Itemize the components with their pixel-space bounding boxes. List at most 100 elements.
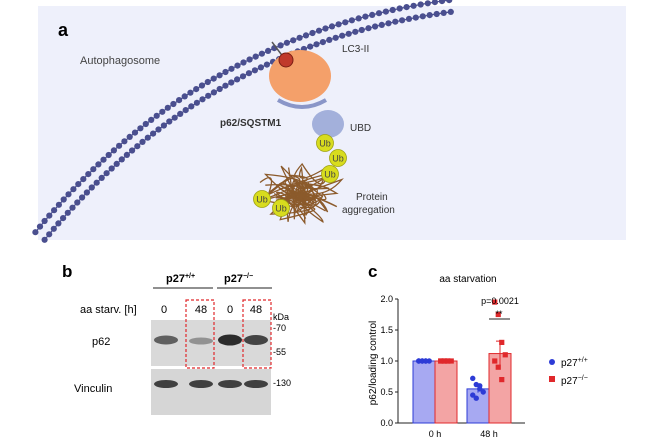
membrane-bead	[313, 41, 320, 48]
data-point	[470, 375, 476, 382]
membrane-bead	[181, 93, 188, 100]
data-point	[445, 358, 451, 364]
membrane-bead	[75, 181, 82, 188]
data-point	[492, 358, 498, 364]
data-point	[480, 389, 486, 395]
membrane-bead	[438, 0, 446, 5]
x-tick-label: 48 h	[480, 429, 498, 439]
membrane-bead	[365, 25, 372, 32]
blot-p62-bands	[154, 334, 268, 346]
x-tick-label: 0 h	[429, 429, 442, 439]
membrane-bead	[302, 32, 310, 39]
band-p62-lane4	[244, 335, 268, 345]
membrane-bead	[85, 171, 92, 178]
protein-aggregation-label-line1: Protein	[356, 192, 388, 203]
protein-aggregation-label-line2: aggregation	[342, 205, 395, 216]
band-p62-lane2	[189, 337, 213, 345]
membrane-bead	[113, 160, 120, 167]
legend-wt-text: p27	[561, 358, 578, 369]
membrane-bead	[90, 166, 97, 173]
lc3-label: LC3-II	[342, 44, 369, 55]
membrane-bead	[108, 165, 115, 172]
membrane-bead	[258, 50, 265, 57]
legend-label-wt: p27+/+	[561, 357, 588, 369]
y-tick-label: 1.0	[380, 356, 393, 366]
membrane-bead	[198, 82, 206, 89]
membrane-bead	[234, 76, 241, 83]
membrane-bead	[32, 229, 39, 236]
membrane-beads	[32, 0, 454, 243]
data-point	[502, 352, 508, 358]
data-point	[477, 383, 483, 389]
kda-label: kDa	[273, 312, 289, 322]
blot-vinculin-bands	[154, 380, 268, 388]
membrane-bead	[216, 72, 223, 79]
blot-vinculin-label: Vinculin	[74, 383, 112, 395]
membrane-bead	[204, 78, 211, 86]
membrane-bead	[210, 89, 217, 96]
membrane-bead	[342, 19, 349, 26]
membrane-bead	[433, 10, 440, 18]
aggregate-strand	[263, 173, 326, 216]
band-p62-lane3	[218, 334, 242, 346]
membrane-bead	[176, 97, 183, 104]
genotype-ko-text: p27	[224, 273, 243, 285]
membrane-bead	[403, 4, 410, 11]
membrane-bead	[410, 2, 417, 9]
panel-a-letter: a	[58, 20, 69, 40]
membrane-bead	[50, 225, 57, 232]
membrane-bead	[70, 186, 77, 193]
membrane-bead	[355, 15, 362, 22]
panel-a: a Autophagosome LC3-II p62/SQSTM1 UBD Ub…	[32, 0, 626, 243]
highlight-box-wt-48	[185, 299, 215, 369]
legend-marker-wt	[549, 359, 555, 365]
p62-label: p62/SQSTM1	[220, 118, 282, 129]
membrane-bead	[166, 118, 173, 125]
data-point	[441, 358, 447, 364]
panel-b: b p27+/+ p27−/− aa starv. [h] 0 48 0 48 …	[62, 262, 291, 415]
membrane-bead	[155, 126, 162, 133]
membrane-bead	[129, 147, 136, 154]
membrane-bead	[240, 59, 247, 66]
panel-b-letter: b	[62, 262, 72, 281]
blot-vinculin	[151, 369, 271, 415]
membrane-bead	[389, 6, 396, 14]
membrane-bead	[239, 73, 247, 80]
membrane-bead	[188, 103, 195, 110]
band-vinc-lane3	[218, 380, 242, 388]
membrane-bead	[134, 143, 141, 150]
membrane-bead	[199, 96, 206, 103]
marker-130: -130	[273, 378, 291, 388]
legend-ko-text: p27	[561, 376, 578, 387]
membrane-bead	[148, 116, 155, 123]
membrane-bead	[60, 215, 67, 222]
bar	[434, 360, 458, 424]
marker-55: -55	[273, 347, 286, 357]
membrane-bead	[222, 82, 229, 89]
lc3-lipid-head	[278, 52, 294, 68]
legend-ko-sup: −/−	[578, 375, 588, 382]
y-axis-label: p62/loading control	[368, 321, 379, 406]
membrane-bead	[352, 28, 359, 35]
membrane-bead	[382, 8, 389, 15]
membrane-bead	[385, 20, 392, 27]
data-point	[499, 377, 505, 383]
ubiquitin-tag-label: Ub	[324, 170, 336, 180]
membrane-bead	[246, 56, 253, 63]
band-vinc-lane4	[244, 380, 268, 388]
membrane-bead	[51, 207, 58, 214]
lane-1-label: 0	[161, 304, 167, 316]
bar	[412, 360, 436, 424]
ubiquitin-tag	[272, 199, 290, 217]
data-point	[438, 358, 444, 364]
membrane-bead	[245, 70, 252, 77]
chart-title: aa starvation	[439, 274, 496, 285]
panel-c-letter: c	[368, 262, 377, 281]
membrane-bead	[210, 75, 217, 82]
membrane-bead	[80, 176, 87, 183]
membrane-bead	[348, 17, 355, 24]
membrane-bead	[446, 0, 453, 4]
legend-label-ko: p27−/−	[561, 375, 588, 387]
aggregate-strand	[275, 177, 326, 222]
